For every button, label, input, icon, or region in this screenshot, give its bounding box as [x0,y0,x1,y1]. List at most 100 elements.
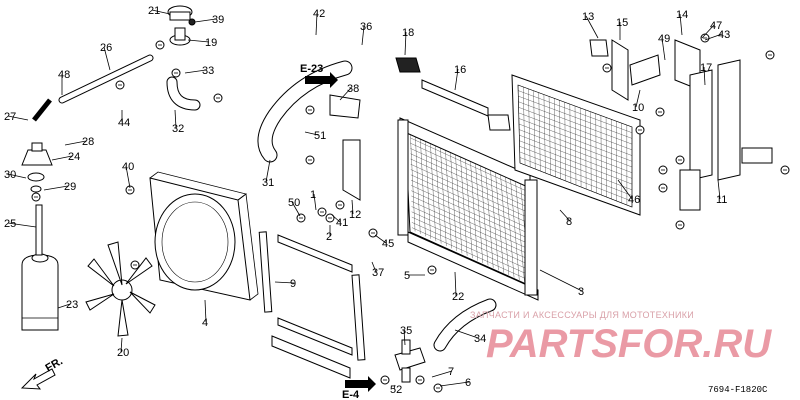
seal-strips [258,79,489,379]
callout-number: 36 [360,21,372,33]
leader-line [51,155,73,161]
callout-number: 26 [100,42,112,54]
leader-line [701,24,715,39]
callout-number: 27 [4,111,16,123]
leader-line [559,209,571,222]
leader-line [64,140,87,146]
small-brackets [329,94,361,201]
callout-number: 5 [404,270,410,282]
leader-line [371,261,377,273]
leader-lines [7,9,723,390]
leader-line [539,269,583,292]
svg-text:ЗАПЧАСТИ И АКСЕССУАРЫ ДЛЯ МОТО: ЗАПЧАСТИ И АКСЕССУАРЫ ДЛЯ МОТОТЕХНИКИ [470,310,694,320]
callout-number: 28 [82,136,94,148]
leader-line [393,384,396,390]
callout-number: 29 [64,181,76,193]
callout-number: 39 [212,14,224,26]
callout-number: 52 [390,384,402,396]
bolt [427,265,437,275]
fan-shroud [149,171,259,301]
callout-number: 16 [454,64,466,76]
reserve-cap [21,142,53,193]
callout-number: 17 [700,62,712,74]
callout-number: 12 [349,209,361,221]
leader-line [274,281,295,284]
condenser-panel [511,74,641,216]
leader-line [265,159,271,183]
leader-line [374,234,387,244]
callout-number: 46 [628,194,640,206]
callout-number: 34 [474,333,486,345]
leader-line [679,13,683,36]
leader-line [351,199,354,215]
callout-number: 10 [632,102,644,114]
bolt [433,383,443,393]
callout-number: 1 [310,189,316,201]
leader-line [717,179,721,200]
callout-number: 50 [288,197,300,209]
leader-line [291,201,301,217]
fasteners [31,33,790,393]
callout-number: 4 [202,317,208,329]
leader-line [703,66,706,86]
bolt [658,183,668,193]
bolt [31,192,41,202]
svg-text:PARTSFOR.RU: PARTSFOR.RU [486,322,772,366]
radiator-core [397,117,539,301]
callout-number: 11 [716,194,727,206]
callout-number: 2 [326,231,332,243]
leader-line [7,222,37,228]
cooling-fan [85,241,156,337]
bolt [115,80,125,90]
bolt [325,213,335,223]
callout-number: 32 [172,123,184,135]
water-joint [394,339,426,383]
callout-number: 43 [718,29,730,41]
callout-number: 6 [465,377,471,389]
leader-line [174,109,177,129]
leader-line [454,68,459,91]
bolt [130,260,140,270]
leader-line [120,337,123,353]
svg-text:E-23: E-23 [300,63,323,75]
callout-number: 48 [58,69,70,81]
callout-number: 31 [262,177,274,189]
bolt [658,165,668,175]
leader-line [304,131,319,136]
leader-line [7,173,27,179]
reserve-hose [35,204,43,256]
overflow-tube [32,54,154,122]
bolt [305,155,315,165]
leader-line [339,87,352,101]
bypass-hose [166,76,201,111]
reserve-tank [21,253,59,331]
callout-number: 23 [66,299,78,311]
watermark: ЗАПЧАСТИ И АКСЕССУАРЫ ДЛЯ МОТОТЕХНИКИ PA… [470,310,772,366]
leader-line [361,25,365,46]
callout-number: 3 [578,286,584,298]
callout-number: 41 [336,217,348,229]
callout-number: 19 [205,37,217,49]
diagram-code: 7694-F1820C [708,385,768,395]
callout-number: 9 [290,278,296,290]
callout-number: 51 [314,130,326,142]
bolt [171,68,181,78]
leader-line [194,18,217,23]
bolt [635,125,645,135]
bolt [602,63,612,73]
callout-number: 38 [347,83,359,95]
leader-line [331,214,341,223]
callout-number: 35 [400,325,412,337]
callout-number: 45 [382,238,394,250]
leader-line [585,15,599,39]
bolt [317,207,327,217]
bolt [700,33,710,43]
leader-line [7,115,29,121]
bolt [155,40,165,50]
leader-line [661,37,666,61]
callout-number: 13 [582,11,594,23]
callout-number: 8 [566,216,572,228]
callout-number: 18 [402,27,414,39]
callout-number: 33 [202,65,214,77]
